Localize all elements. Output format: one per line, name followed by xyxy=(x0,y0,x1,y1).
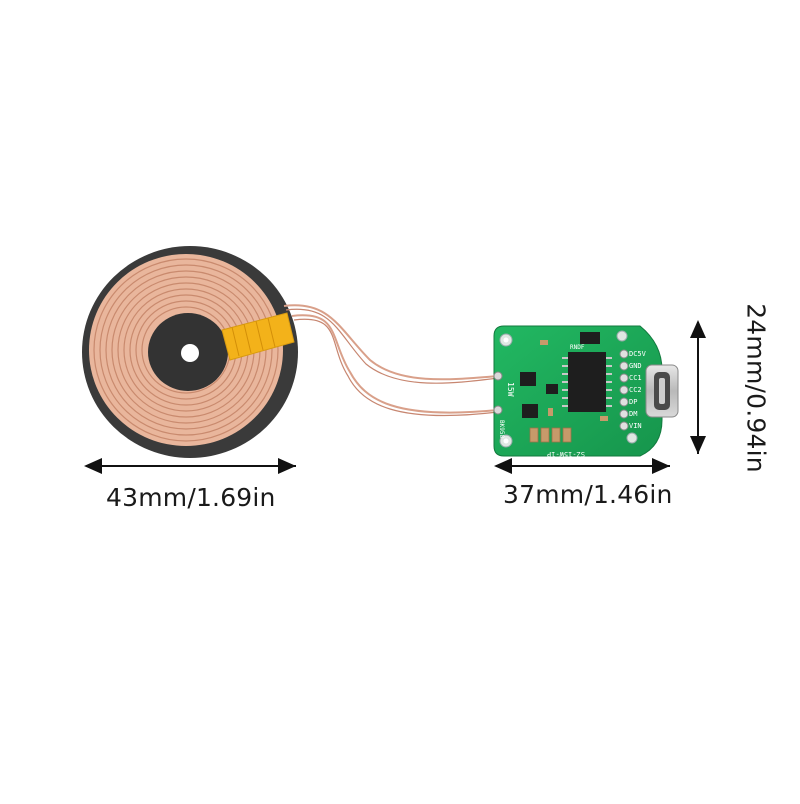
wire-pad-2 xyxy=(493,405,503,415)
silkscreen: DC5V GND CC1 CC2 DP DM VIN RNDF 15W BK95… xyxy=(498,344,647,458)
header-code: RNDF xyxy=(570,344,585,351)
pin-label: CC1 xyxy=(629,374,642,382)
pin-label: VIN xyxy=(629,422,642,430)
model-label: SZ-15W-1P xyxy=(547,450,585,458)
mosfet-2 xyxy=(522,404,538,418)
pin-label: CC2 xyxy=(629,386,642,394)
small-chip xyxy=(546,384,558,394)
coil-width-label: 43mm/1.69in xyxy=(106,483,276,512)
center-hole xyxy=(181,344,199,362)
tape-lines xyxy=(231,317,276,357)
pin-label: GND xyxy=(629,362,642,370)
board-height-label: 24mm/0.94in xyxy=(741,303,771,473)
kapton-tape xyxy=(221,312,295,361)
wireless-charging-coil xyxy=(82,246,298,458)
pin-label: DC5V xyxy=(629,350,647,358)
winding-lines xyxy=(93,258,279,442)
dimension-lines xyxy=(84,320,706,474)
coil-lead-wires xyxy=(283,304,499,417)
usb-c-tongue xyxy=(659,378,665,404)
pin-pads xyxy=(619,349,629,431)
wire-pad-1 xyxy=(493,371,503,381)
chip-label: BK958 xyxy=(498,420,505,438)
board-width-label: 37mm/1.46in xyxy=(503,480,673,509)
receiver-pcb: DC5V GND CC1 CC2 DP DM VIN RNDF 15W BK95… xyxy=(493,325,679,458)
mosfet-1 xyxy=(520,372,536,386)
wattage-label: 15W xyxy=(506,382,515,397)
pin-label: DP xyxy=(629,398,637,406)
top-chip xyxy=(580,332,600,344)
capacitors xyxy=(529,340,608,443)
main-ic xyxy=(568,352,606,412)
pin-label: DM xyxy=(629,410,637,418)
mounting-holes xyxy=(499,330,638,448)
ic-pins xyxy=(562,357,612,407)
